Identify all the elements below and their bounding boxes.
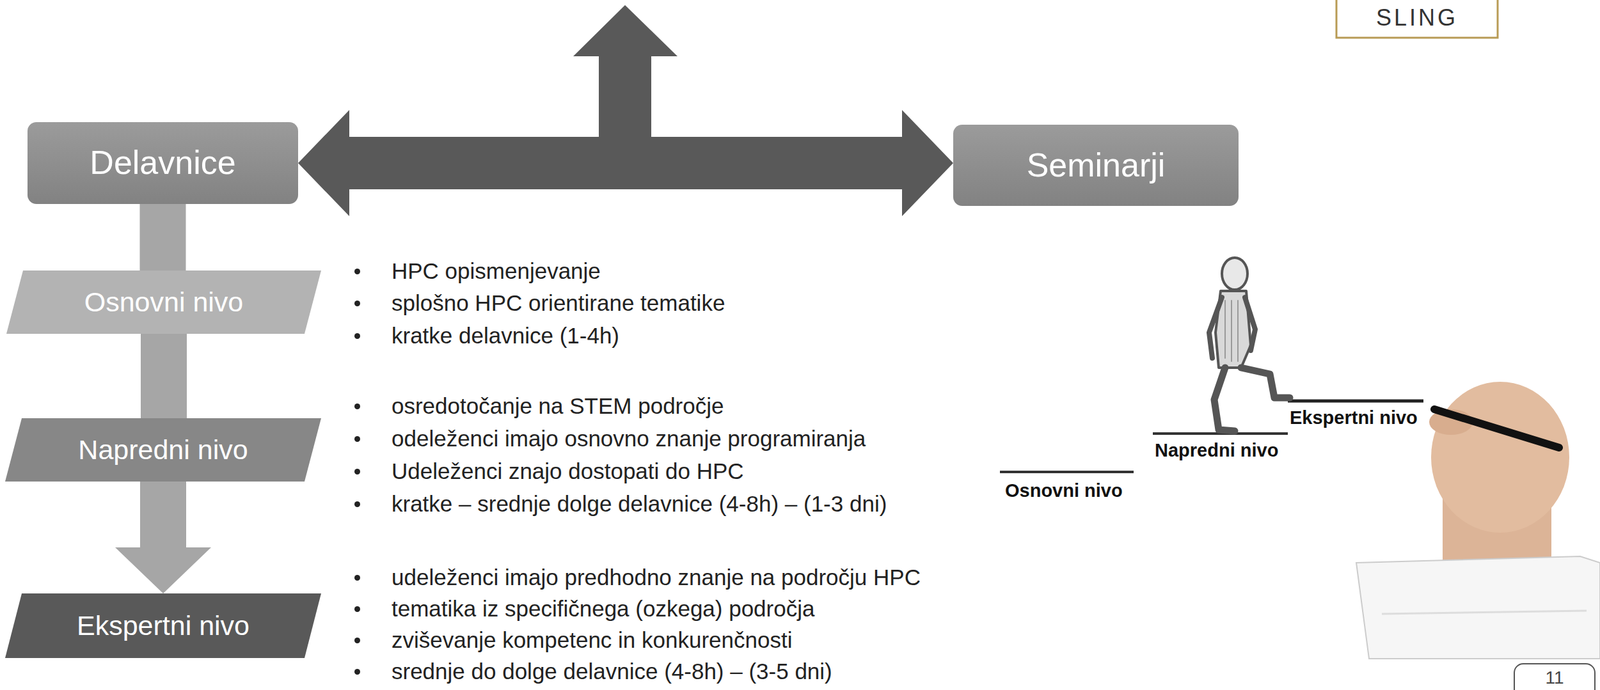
bullet-text: splošno HPC orientirane tematike — [391, 290, 725, 316]
bullet-item: osredotočanje na STEM področje — [391, 392, 724, 420]
man-leg — [1214, 367, 1235, 432]
bullet-dot — [354, 669, 361, 675]
flow-arrow — [140, 333, 187, 419]
bullet-text: zviševanje kompetenc in konkurenčnosti — [391, 627, 793, 653]
man-head — [1221, 257, 1248, 290]
bullet-text: udeleženci imajo predhodno znanje na pod… — [391, 564, 921, 590]
node-label: Delavnice — [89, 143, 236, 183]
cuff-fold — [1381, 610, 1587, 615]
bullet-item: zviševanje kompetenc in konkurenčnosti — [391, 626, 793, 654]
hand-palm — [1431, 381, 1570, 533]
bullet-item: udeleženci imajo predhodno znanje na pod… — [391, 564, 921, 592]
flow-arrow — [140, 204, 187, 271]
text-holder: Seminarji — [953, 124, 1239, 206]
bullet-dot — [354, 501, 361, 508]
bullet-text: Udeleženci znajo dostopati do HPC — [391, 458, 745, 484]
man-hatching — [1225, 300, 1238, 362]
bullet-dot — [354, 468, 361, 475]
step-label: Ekspertni nivo — [1287, 407, 1420, 428]
band-fill — [6, 270, 322, 334]
bullet-item: HPC opismenjevanje — [391, 257, 601, 285]
text-holder: Napredni nivo — [5, 418, 322, 482]
man-arm — [1244, 297, 1256, 351]
bullet-item: kratke – srednje dolge delavnice (4-8h) … — [391, 490, 887, 518]
stair-line — [999, 470, 1134, 474]
bullet-text: kratke delavnice (1-4h) — [391, 323, 620, 349]
category-box: Seminarji — [953, 124, 1239, 206]
band-fill — [5, 593, 322, 659]
bullet-dot — [354, 403, 361, 410]
text-holder: Delavnice — [27, 122, 299, 205]
label-holder: Napredni nivo — [1152, 439, 1281, 462]
level-band: Osnovni nivo — [6, 270, 322, 334]
logo-text: SLING — [1376, 4, 1458, 31]
step-label: Osnovni nivo — [1003, 480, 1125, 501]
label-holder: Ekspertni nivo — [1287, 406, 1420, 430]
flow-arrow — [298, 110, 954, 217]
pen — [1434, 409, 1560, 448]
walking-man — [1209, 257, 1290, 432]
level-band: Ekspertni nivo — [5, 593, 322, 659]
bullet-text: tematika iz specifičnega (ozkega) področ… — [391, 596, 815, 622]
bullet-item: srednje do dolge delavnice (4-8h) – (3-5… — [391, 658, 833, 686]
bullet-text: odeleženci imajo osnovno znanje programi… — [391, 426, 866, 452]
flow-arrow — [115, 481, 212, 594]
bullet-text: osredotočanje na STEM področje — [391, 393, 724, 419]
category-box: Delavnice — [27, 122, 299, 205]
text-holder: Osnovni nivo — [6, 270, 322, 334]
man-leg — [1241, 367, 1290, 398]
shirt-cuff — [1356, 556, 1600, 659]
node-label: Ekspertni nivo — [76, 610, 250, 642]
text-holder: Ekspertni nivo — [5, 593, 322, 659]
bullet-text: kratke – srednje dolge delavnice (4-8h) … — [391, 491, 887, 517]
bullet-item: tematika iz specifičnega (ozkega) področ… — [391, 595, 815, 623]
bullet-dot — [354, 637, 361, 644]
label-holder: SLING — [1336, 3, 1498, 32]
logo-frame — [1336, 0, 1498, 38]
stair-line — [1287, 399, 1424, 404]
bullet-item: Udeleženci znajo dostopati do HPC — [391, 458, 745, 485]
step-label: Napredni nivo — [1152, 440, 1281, 461]
bullet-dot — [354, 606, 361, 613]
label-holder: 11 — [1514, 667, 1595, 690]
node-label: Napredni nivo — [78, 434, 248, 466]
bullet-text: HPC opismenjevanje — [391, 258, 601, 284]
bullet-item: kratke delavnice (1-4h) — [391, 322, 620, 350]
band-fill — [5, 418, 322, 482]
bullet-item: odeleženci imajo osnovno znanje programi… — [391, 425, 866, 453]
node-label: Osnovni nivo — [84, 286, 244, 318]
level-band: Napredni nivo — [5, 418, 322, 482]
bullet-text: srednje do dolge delavnice (4-8h) – (3-5… — [391, 658, 833, 684]
bullet-dot — [354, 300, 361, 307]
bullet-dot — [354, 575, 361, 581]
page-number-frame — [1514, 664, 1595, 690]
man-arm — [1209, 297, 1222, 359]
bullet-item: splošno HPC orientirane tematike — [391, 289, 725, 317]
bullet-dot — [354, 436, 361, 443]
node-label: Seminarji — [1026, 146, 1166, 185]
up-arrow — [573, 5, 678, 143]
page-number: 11 — [1544, 667, 1564, 688]
bullet-dot — [354, 333, 361, 340]
bullet-dot — [354, 268, 361, 275]
label-holder: Osnovni nivo — [1003, 479, 1125, 503]
